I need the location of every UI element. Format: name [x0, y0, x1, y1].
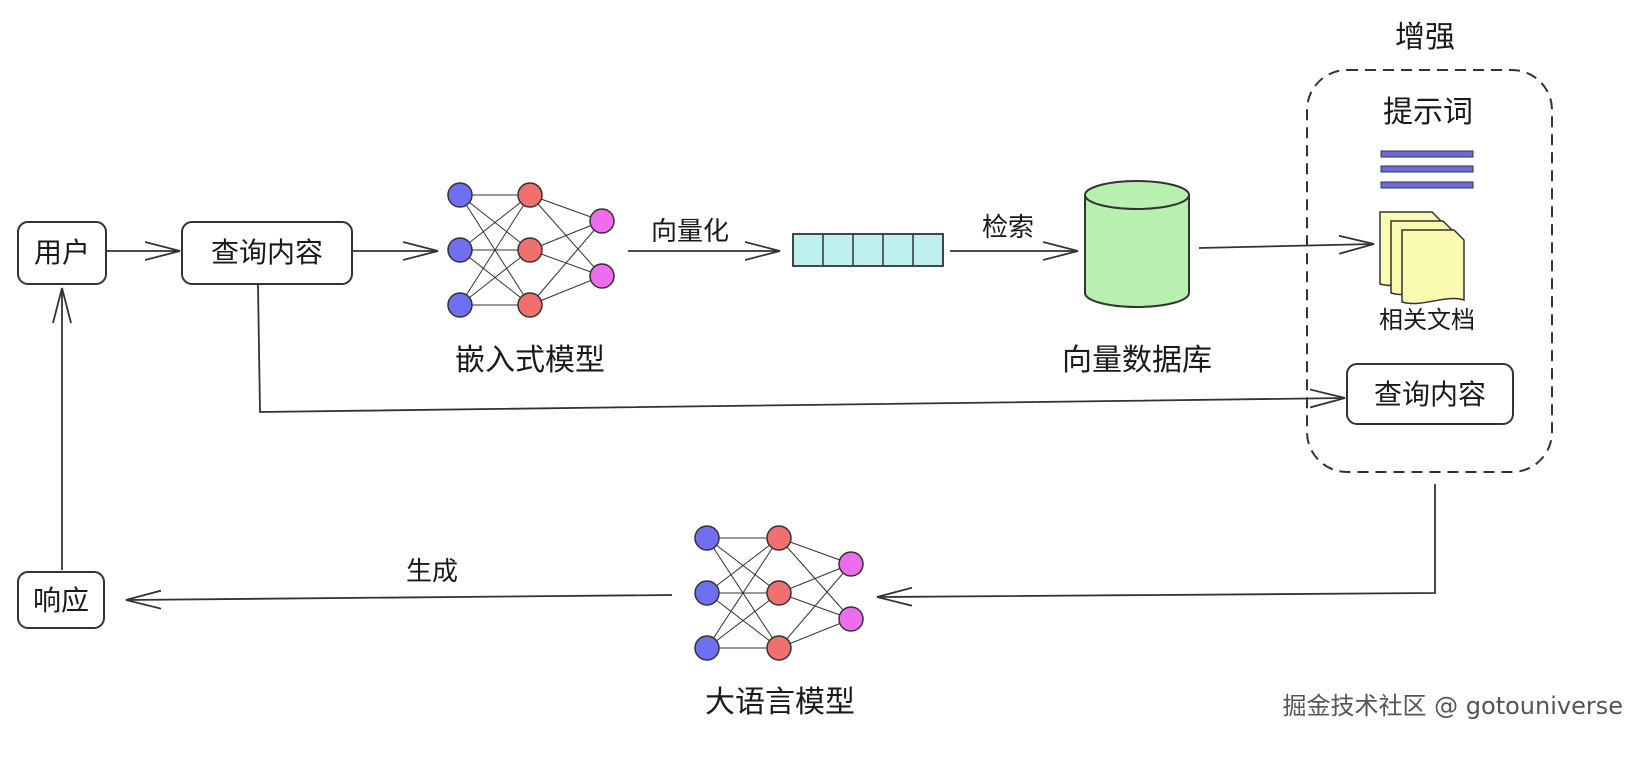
llm-network	[694, 525, 864, 661]
input-neuron	[447, 292, 473, 318]
query-box: 查询内容	[181, 221, 353, 285]
user-label: 用户	[34, 236, 90, 269]
output-neuron	[589, 263, 615, 289]
input-neuron	[694, 525, 720, 551]
hidden-neuron	[766, 580, 792, 606]
user-box: 用户	[17, 221, 107, 285]
related-docs-label: 相关文档	[1379, 306, 1475, 334]
vector-strip	[792, 233, 944, 267]
augment-query-label: 查询内容	[1374, 378, 1486, 411]
hidden-neuron	[766, 635, 792, 661]
output-neuron	[838, 606, 864, 632]
vector-database-label: 向量数据库	[1062, 343, 1212, 378]
hidden-neuron	[517, 237, 543, 263]
augment-group-border	[1306, 69, 1553, 473]
vectorize-label: 向量化	[651, 217, 729, 247]
watermark: 掘金技术社区 @ gotouniverse	[1282, 692, 1623, 720]
query-label: 查询内容	[211, 236, 323, 269]
augment-query-box: 查询内容	[1346, 363, 1514, 425]
input-neuron	[694, 635, 720, 661]
arrow-db-to-docs	[1198, 244, 1374, 248]
augment-title: 增强	[1395, 20, 1455, 55]
output-neuron	[838, 551, 864, 577]
response-box: 响应	[17, 571, 105, 629]
arrow-query-to-augment	[257, 284, 1345, 413]
input-neuron	[447, 182, 473, 208]
hidden-neuron	[517, 292, 543, 318]
arrow-augment-to-llm	[877, 484, 1436, 597]
input-neuron	[694, 580, 720, 606]
input-neuron	[447, 237, 473, 263]
arrow-generate	[126, 595, 673, 600]
prompt-label: 提示词	[1383, 95, 1473, 130]
generate-label: 生成	[406, 557, 458, 587]
embedding-model-network	[447, 182, 615, 318]
embedding-model-label: 嵌入式模型	[455, 343, 605, 378]
document-stack-icon	[1379, 211, 1465, 305]
hidden-neuron	[766, 525, 792, 551]
retrieve-label: 检索	[982, 213, 1034, 243]
hidden-neuron	[517, 182, 543, 208]
vector-database-icon	[1084, 180, 1190, 308]
response-label: 响应	[33, 584, 89, 617]
prompt-lines-icon	[1380, 150, 1474, 189]
output-neuron	[589, 208, 615, 234]
llm-label: 大语言模型	[705, 685, 855, 720]
